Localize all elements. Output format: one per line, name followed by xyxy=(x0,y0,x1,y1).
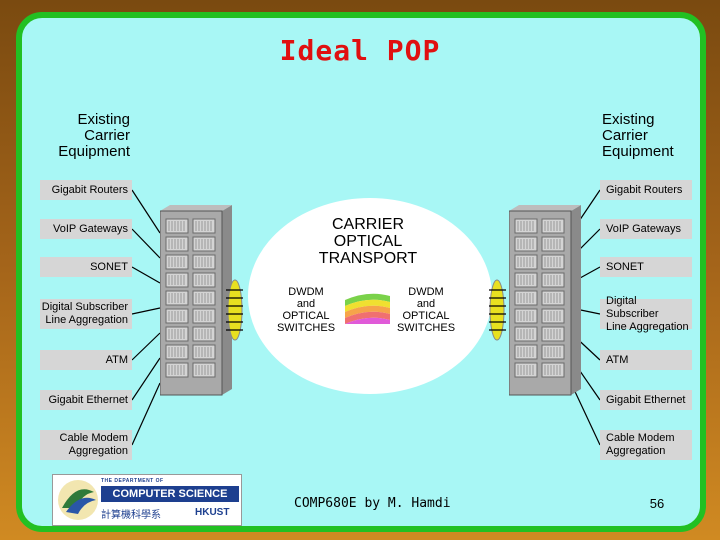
equipment-label-line: Gigabit Routers xyxy=(606,184,682,197)
equipment-label-line: Digital Subscriber xyxy=(606,295,692,321)
right-equipment-box: Gigabit Routers xyxy=(600,180,692,200)
equipment-label-line: Line Aggregation xyxy=(42,314,128,327)
left-equipment-box: Gigabit Ethernet xyxy=(40,390,132,410)
logo-emblem-icon xyxy=(56,478,100,522)
left-header-line: Carrier xyxy=(30,128,130,144)
right-header: Existing Carrier Equipment xyxy=(602,112,702,160)
equipment-label-line: Aggregation xyxy=(606,445,674,458)
equipment-label: SONET xyxy=(90,261,128,274)
equipment-label-line: Cable Modem xyxy=(60,432,128,445)
right-header-line: Carrier xyxy=(602,128,702,144)
equipment-label-line: VoIP Gateways xyxy=(606,223,681,236)
left-equipment-box: Gigabit Routers xyxy=(40,180,132,200)
connector-line xyxy=(132,267,160,283)
slide-title: Ideal POP xyxy=(0,34,720,67)
dwdm-line: OPTICAL xyxy=(262,310,350,322)
equipment-label-line: Gigabit Ethernet xyxy=(49,394,129,407)
equipment-label: Gigabit Routers xyxy=(52,184,128,197)
right-equipment-box: SONET xyxy=(600,257,692,277)
connector-line xyxy=(132,333,160,360)
equipment-label: Gigabit Routers xyxy=(606,184,682,197)
equipment-label-line: Aggregation xyxy=(60,445,128,458)
equipment-label: VoIP Gateways xyxy=(606,223,681,236)
equipment-label: Gigabit Ethernet xyxy=(606,394,686,407)
right-equipment-box: VoIP Gateways xyxy=(600,219,692,239)
left-header: Existing Carrier Equipment xyxy=(30,112,130,160)
dwdm-line: and xyxy=(262,298,350,310)
dwdm-line: DWDM xyxy=(262,286,350,298)
left-server-rack xyxy=(160,205,234,411)
equipment-label: ATM xyxy=(106,354,128,367)
logo-line3: 計算機科學系 xyxy=(101,506,181,521)
equipment-label-line: Gigabit Routers xyxy=(52,184,128,197)
equipment-label-line: SONET xyxy=(90,261,128,274)
equipment-label-line: Digital Subscriber xyxy=(42,301,128,314)
dwdm-line: DWDM xyxy=(384,286,468,298)
right-equipment-box: Gigabit Ethernet xyxy=(600,390,692,410)
cloud-title-line: CARRIER xyxy=(300,216,436,233)
dwdm-line: and xyxy=(384,298,468,310)
equipment-label-line: ATM xyxy=(106,354,128,367)
footer-author: COMP680E by M. Hamdi xyxy=(294,496,494,511)
logo-line1: THE DEPARTMENT OF xyxy=(101,478,239,484)
right-header-line: Existing xyxy=(602,112,702,128)
cloud-title-line: TRANSPORT xyxy=(300,250,436,267)
dwdm-line: OPTICAL xyxy=(384,310,468,322)
equipment-label: VoIP Gateways xyxy=(53,223,128,236)
equipment-label-line: Line Aggregation xyxy=(606,321,692,334)
left-dwdm-label: DWDM and OPTICAL SWITCHES xyxy=(262,286,350,334)
connector-line xyxy=(132,190,160,233)
left-header-line: Existing xyxy=(30,112,130,128)
right-server-rack xyxy=(509,205,583,411)
right-equipment-box: ATM xyxy=(600,350,692,370)
logo-line2: COMPUTER SCIENCE xyxy=(101,486,239,502)
hkust-logo: THE DEPARTMENT OF COMPUTER SCIENCE 計算機科學… xyxy=(52,474,242,526)
logo-line4: HKUST xyxy=(195,507,239,518)
left-equipment-box: VoIP Gateways xyxy=(40,219,132,239)
left-equipment-box: ATM xyxy=(40,350,132,370)
equipment-label-line: Gigabit Ethernet xyxy=(606,394,686,407)
connector-line xyxy=(132,308,160,314)
cloud-title-line: OPTICAL xyxy=(300,233,436,250)
left-header-line: Equipment xyxy=(30,144,130,160)
equipment-label-line: SONET xyxy=(606,261,644,274)
connector-line xyxy=(132,229,160,258)
equipment-label: Gigabit Ethernet xyxy=(49,394,129,407)
page-number: 56 xyxy=(642,496,672,511)
equipment-label-line: Cable Modem xyxy=(606,432,674,445)
right-dwdm-label: DWDM and OPTICAL SWITCHES xyxy=(384,286,468,334)
equipment-label-line: ATM xyxy=(606,354,628,367)
equipment-label-line: VoIP Gateways xyxy=(53,223,128,236)
equipment-label: ATM xyxy=(606,354,628,367)
right-header-line: Equipment xyxy=(602,144,702,160)
connector-line xyxy=(132,383,160,445)
dwdm-line: SWITCHES xyxy=(384,322,468,334)
equipment-label: SONET xyxy=(606,261,644,274)
left-equipment-box: SONET xyxy=(40,257,132,277)
cloud-title: CARRIER OPTICAL TRANSPORT xyxy=(300,216,436,267)
dwdm-line: SWITCHES xyxy=(262,322,350,334)
